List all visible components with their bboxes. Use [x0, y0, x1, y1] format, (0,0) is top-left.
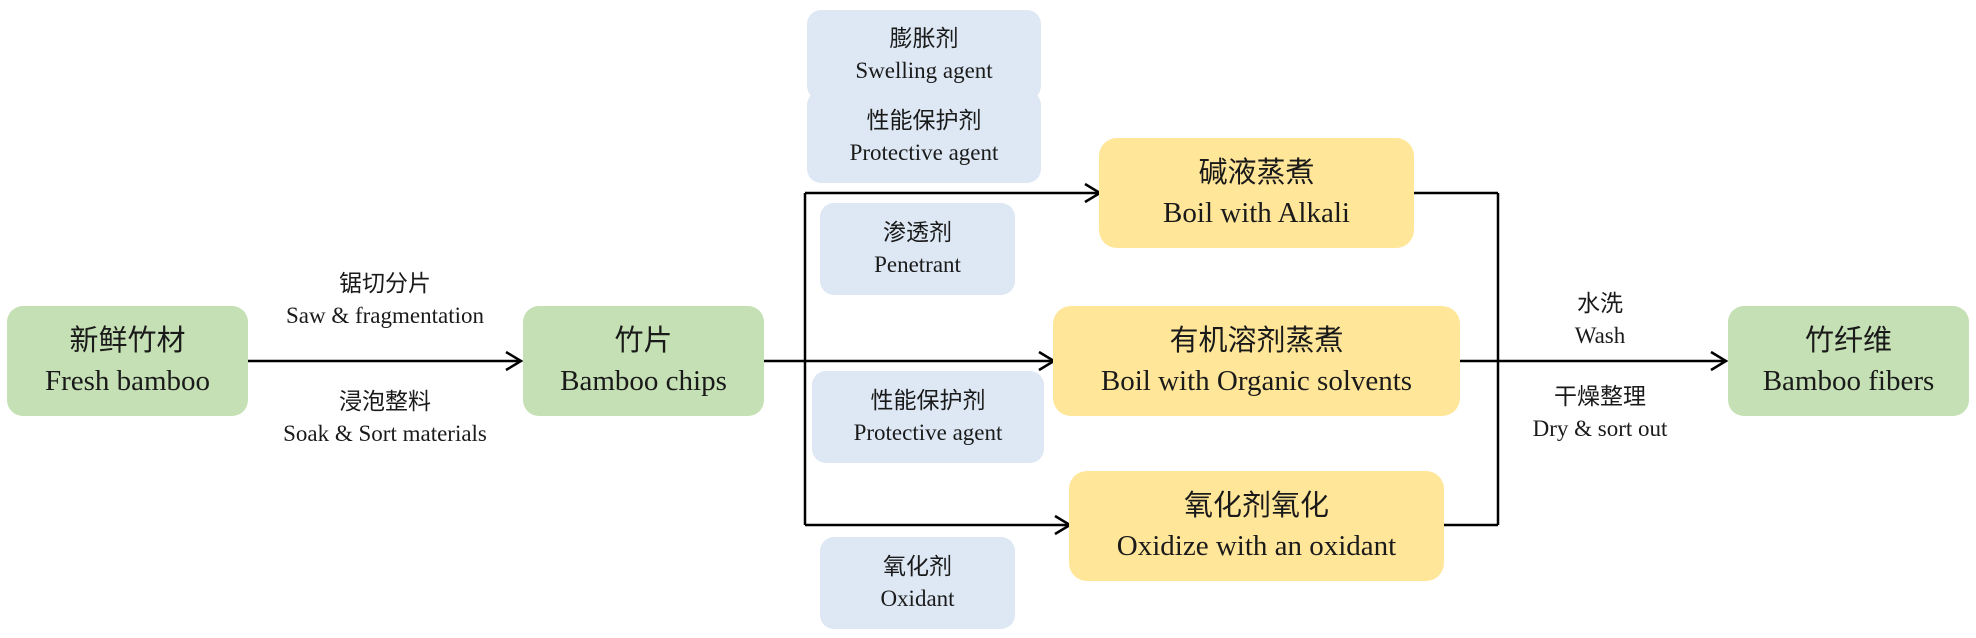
edge-label-wash: 水洗 Wash [1500, 288, 1700, 352]
node-boil-alkali: 碱液蒸煮 Boil with Alkali [1099, 138, 1414, 248]
edge-label-dry-zh: 干燥整理 [1554, 384, 1646, 409]
node-boil-organic: 有机溶剂蒸煮 Boil with Organic solvents [1053, 306, 1460, 416]
agent-swelling-zh: 膨胀剂 [889, 26, 959, 51]
node-boil-alkali-en: Boil with Alkali [1163, 197, 1350, 229]
agent-oxidant: 氧化剂 Oxidant [820, 537, 1015, 629]
agent-protective-top-en: Protective agent [849, 140, 999, 165]
edge-label-soak: 浸泡整料 Soak & Sort materials [250, 386, 520, 450]
agent-oxidant-zh: 氧化剂 [883, 554, 952, 579]
agent-penetrant: 渗透剂 Penetrant [820, 203, 1015, 295]
agent-swelling-en: Swelling agent [855, 58, 993, 83]
agent-protective-mid-zh: 性能保护剂 [870, 388, 986, 413]
node-oxidize-en: Oxidize with an oxidant [1116, 530, 1397, 562]
agent-protective-top-zh: 性能保护剂 [866, 108, 982, 133]
edge-label-saw: 锯切分片 Saw & fragmentation [250, 268, 520, 332]
node-bamboo-fibers-zh: 竹纤维 [1804, 325, 1892, 357]
node-bamboo-chips-en: Bamboo chips [560, 365, 727, 397]
node-bamboo-chips: 竹片 Bamboo chips [523, 306, 764, 416]
agent-penetrant-zh: 渗透剂 [883, 220, 952, 245]
agent-protective-mid-en: Protective agent [853, 420, 1003, 445]
node-boil-organic-zh: 有机溶剂蒸煮 [1169, 325, 1344, 357]
edge-label-saw-en: Saw & fragmentation [285, 303, 484, 328]
edge-label-wash-zh: 水洗 [1577, 291, 1623, 316]
edge-label-dry-en: Dry & sort out [1532, 416, 1668, 441]
agent-protective-top: 性能保护剂 Protective agent [807, 91, 1041, 183]
node-fresh-bamboo-en: Fresh bamboo [44, 365, 211, 397]
node-fresh-bamboo: 新鲜竹材 Fresh bamboo [7, 306, 248, 416]
node-bamboo-fibers: 竹纤维 Bamboo fibers [1728, 306, 1969, 416]
edge-label-saw-zh: 锯切分片 [339, 271, 431, 296]
agent-penetrant-en: Penetrant [874, 252, 961, 277]
edge-label-wash-en: Wash [1574, 323, 1626, 348]
agent-oxidant-en: Oxidant [880, 586, 955, 611]
edge-label-soak-zh: 浸泡整料 [339, 389, 431, 414]
agent-protective-mid: 性能保护剂 Protective agent [812, 371, 1044, 463]
node-oxidize-zh: 氧化剂氧化 [1183, 490, 1329, 522]
edge-label-soak-en: Soak & Sort materials [283, 421, 487, 446]
node-bamboo-chips-zh: 竹片 [614, 325, 673, 357]
node-bamboo-fibers-en: Bamboo fibers [1762, 365, 1935, 397]
node-boil-organic-en: Boil with Organic solvents [1100, 365, 1413, 397]
node-boil-alkali-zh: 碱液蒸煮 [1198, 157, 1315, 189]
agent-swelling: 膨胀剂 Swelling agent [807, 10, 1041, 100]
node-fresh-bamboo-zh: 新鲜竹材 [69, 325, 186, 357]
node-oxidize: 氧化剂氧化 Oxidize with an oxidant [1069, 471, 1444, 581]
edge-label-dry: 干燥整理 Dry & sort out [1500, 381, 1700, 445]
